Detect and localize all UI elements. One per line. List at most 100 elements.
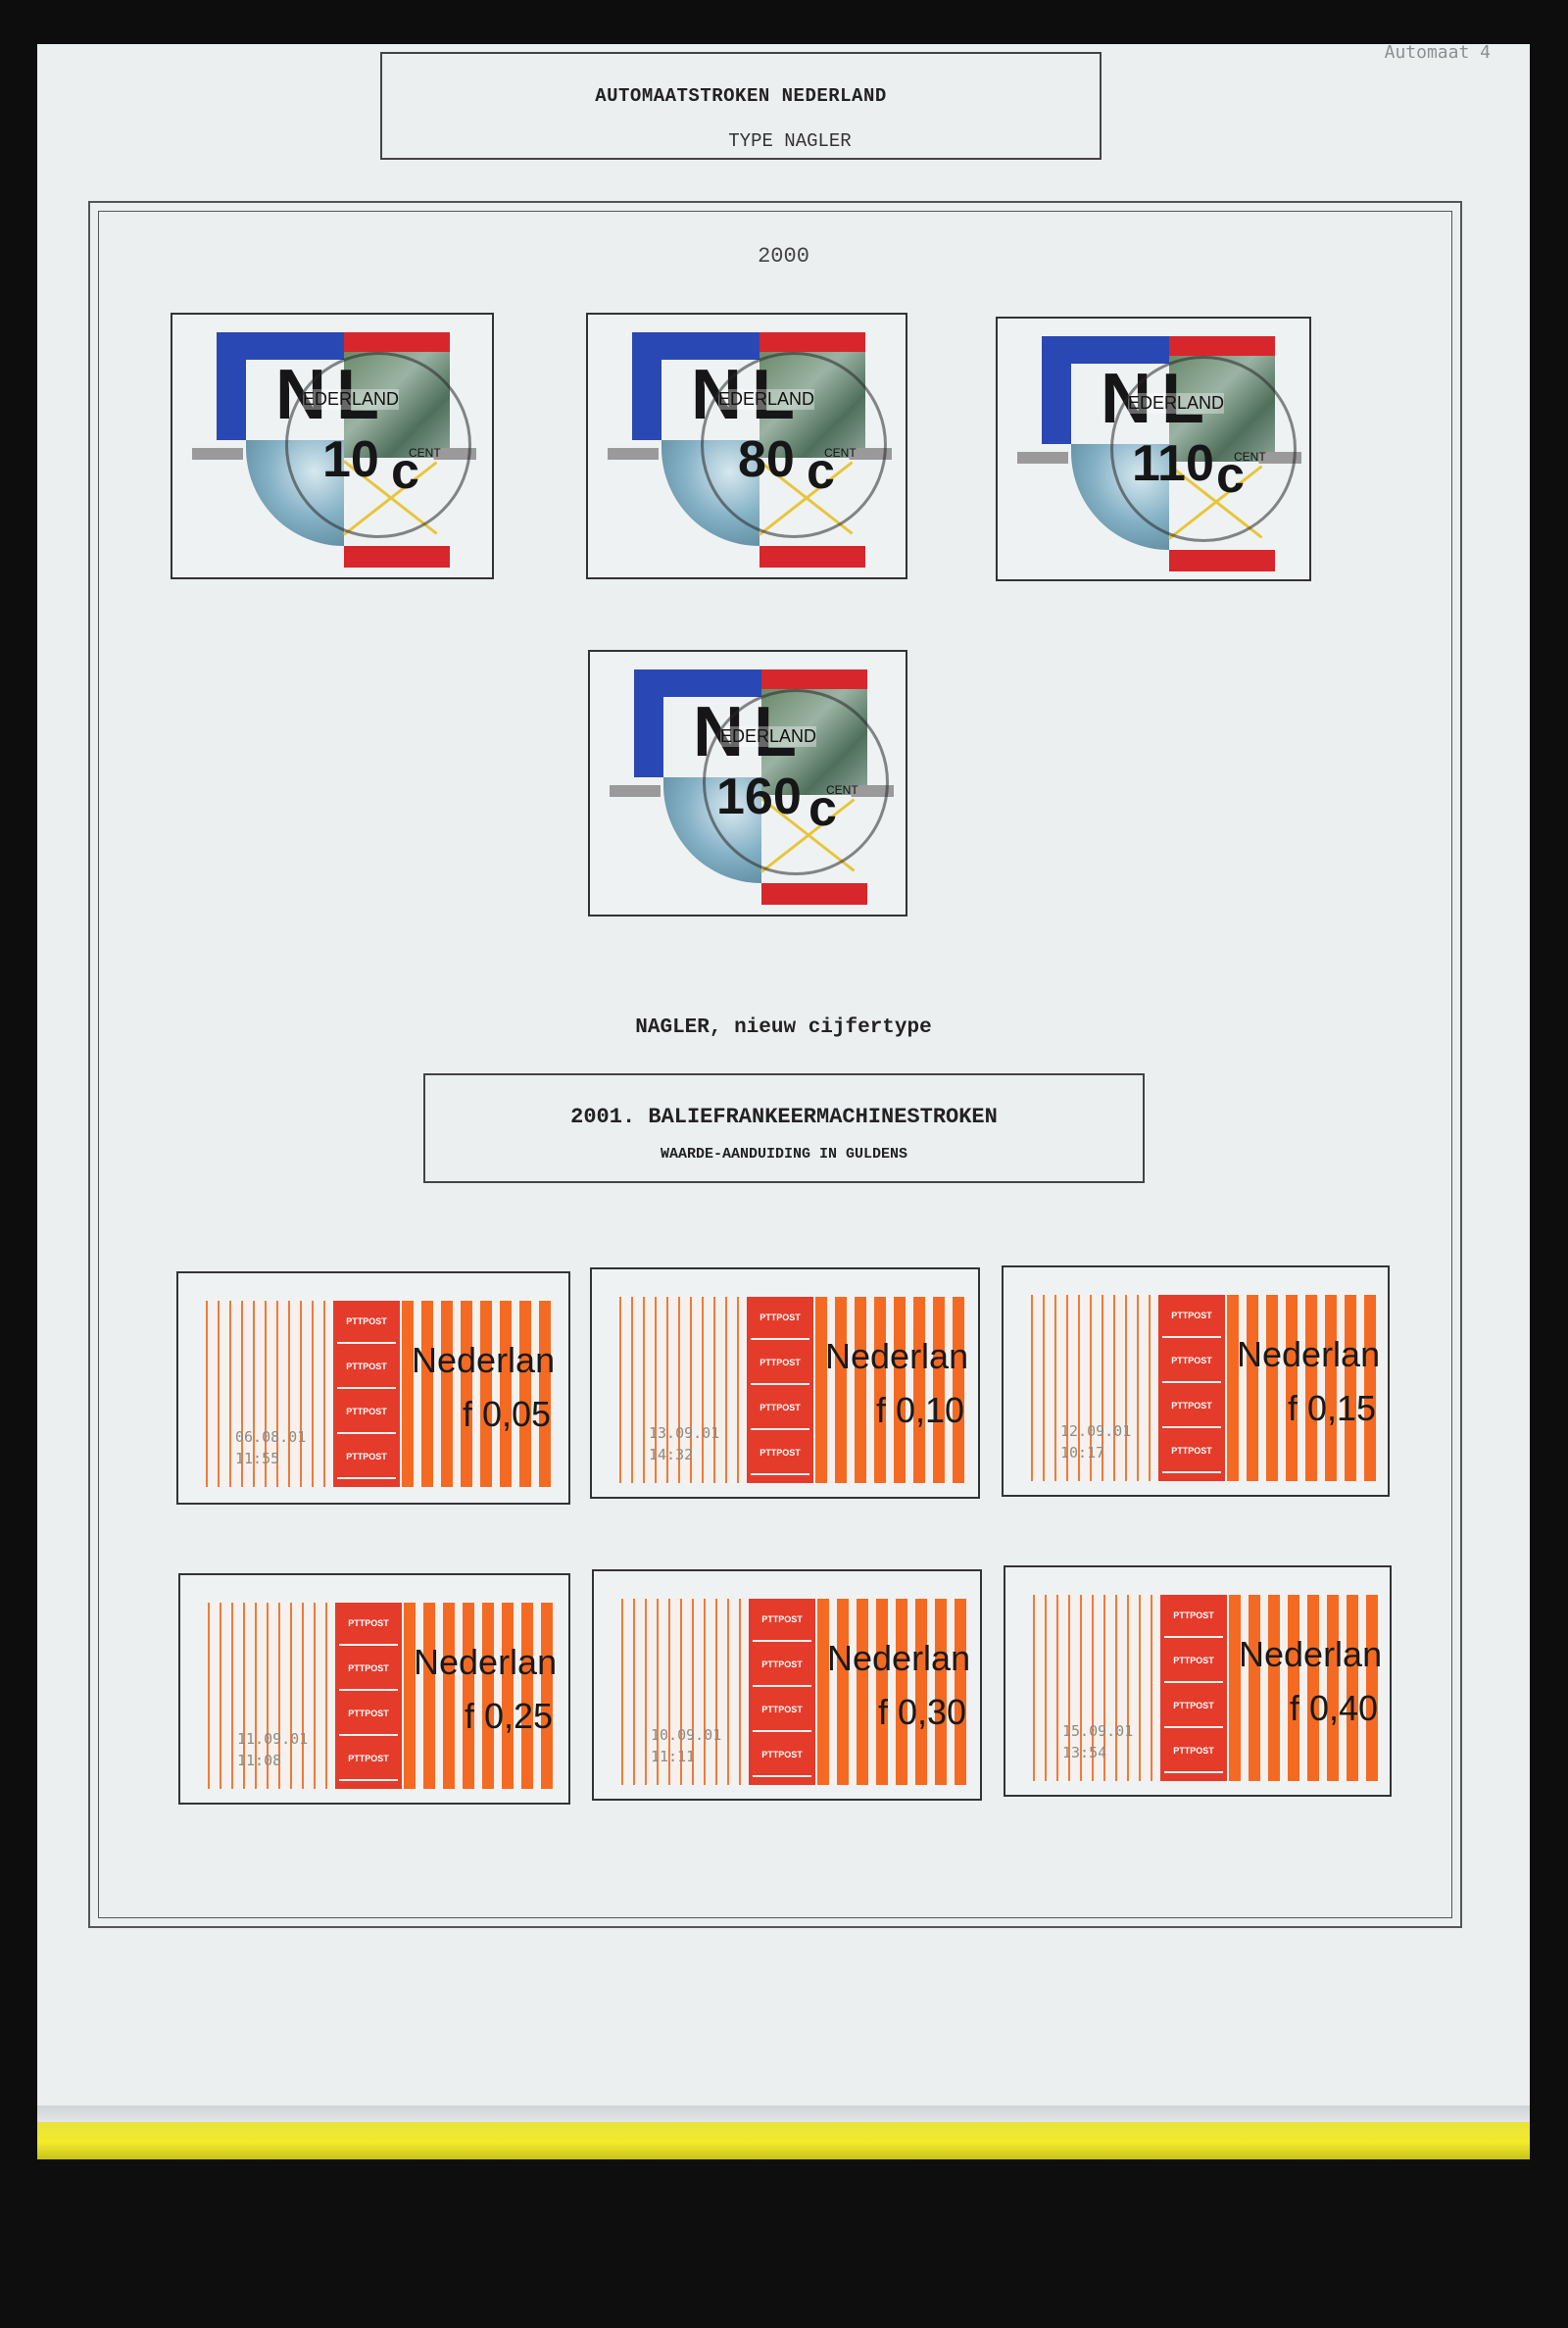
- stamp-value: f 0,30: [878, 1692, 967, 1732]
- bold-stripes: [1229, 1595, 1381, 1781]
- stamp-country: Nederland: [1239, 1634, 1381, 1674]
- ptt-post-label: PTTPOST: [1162, 1295, 1221, 1338]
- bold-stripes: [402, 1301, 554, 1487]
- ptt-post-label: PTTPOST: [751, 1342, 809, 1385]
- ptt-post-label: PTTPOST: [1164, 1685, 1223, 1728]
- thin-lines: [619, 1297, 742, 1483]
- counter-stamp-4[interactable]: PTTPOST PTTPOST PTTPOST PTTPOST Nederlan…: [178, 1573, 570, 1805]
- ptt-post-label: PTTPOST: [1164, 1730, 1223, 1773]
- counter-stamp-2[interactable]: PTTPOST PTTPOST PTTPOST PTTPOST Nederlan…: [590, 1267, 980, 1499]
- blue-top: [634, 669, 769, 697]
- stamp-country: Nederland: [827, 1638, 969, 1678]
- page-corner-label: Automaat 4: [1384, 42, 1491, 63]
- ptt-post-label: PTTPOST: [753, 1689, 811, 1732]
- thin-lines: [621, 1599, 744, 1785]
- strip-design: PTTPOST PTTPOST PTTPOST PTTPOST Nederlan…: [1031, 1295, 1379, 1481]
- ptt-post-label: PTTPOST: [1164, 1640, 1223, 1683]
- ptt-post-label: PTTPOST: [339, 1648, 398, 1691]
- red-band: [333, 1301, 400, 1487]
- section-caption: NAGLER, nieuw cijfertype: [635, 1016, 932, 1039]
- page-title: AUTOMAATSTROKEN NEDERLAND: [595, 85, 887, 107]
- stamp-country: Nederland: [412, 1340, 554, 1380]
- stamp-value: f 0,15: [1288, 1388, 1377, 1428]
- stamp-date: 11.09.01 11:08: [237, 1728, 308, 1771]
- stamp-country: Nederland: [1237, 1334, 1379, 1374]
- red-band: [335, 1603, 402, 1789]
- bold-stripes: [815, 1297, 967, 1483]
- counter-stamp-6[interactable]: PTTPOST PTTPOST PTTPOST PTTPOST Nederlan…: [1004, 1565, 1392, 1797]
- red-bottom-edge: [760, 546, 865, 568]
- red-band: [747, 1297, 813, 1483]
- time-line: 11:08: [237, 1752, 282, 1769]
- binder-yellow-strip: [37, 2122, 1530, 2159]
- red-bottom-edge: [1169, 550, 1275, 571]
- time-line: 10:17: [1060, 1444, 1105, 1461]
- thin-lines: [208, 1603, 330, 1789]
- strip-design: PTTPOST PTTPOST PTTPOST PTTPOST Nederlan…: [208, 1603, 556, 1789]
- date-line: 15.09.01: [1062, 1722, 1134, 1740]
- red-band: [1158, 1295, 1225, 1481]
- nagler-stamp-1[interactable]: NL EDERLAND 10 c CENT: [171, 313, 494, 579]
- bold-stripes: [1227, 1295, 1379, 1481]
- stamp-value: f 0,05: [463, 1394, 552, 1434]
- time-line: 14:32: [649, 1446, 694, 1463]
- ptt-post-label: PTTPOST: [339, 1738, 398, 1781]
- blue-top: [632, 332, 767, 360]
- postmark-circle: [1110, 356, 1297, 542]
- ptt-post-label: PTTPOST: [1162, 1340, 1221, 1383]
- ptt-post-label: PTTPOST: [337, 1346, 396, 1389]
- bold-stripes: [817, 1599, 969, 1785]
- bold-stripes: [404, 1603, 556, 1789]
- red-bottom-edge: [761, 883, 867, 905]
- stamp-design: NL EDERLAND 10 c CENT: [192, 332, 476, 568]
- date-line: 06.08.01: [235, 1428, 307, 1446]
- page-frame: [88, 201, 1462, 1928]
- album-page: Automaat 4 AUTOMAATSTROKEN NEDERLAND TYP…: [37, 42, 1530, 2134]
- thin-lines: [206, 1301, 328, 1487]
- ptt-post-label: PTTPOST: [1164, 1595, 1223, 1638]
- page-subtitle: TYPE NAGLER: [728, 130, 852, 152]
- ptt-post-label: PTTPOST: [339, 1603, 398, 1646]
- ptt-post-label: PTTPOST: [339, 1693, 398, 1736]
- stamp-country: Nederland: [414, 1642, 556, 1682]
- time-line: 11:11: [651, 1748, 696, 1765]
- stamp-value: f 0,10: [876, 1390, 965, 1430]
- blue-top: [1042, 336, 1177, 364]
- ptt-post-label: PTTPOST: [1162, 1385, 1221, 1428]
- nagler-stamp-2[interactable]: NL EDERLAND 80 c CENT: [586, 313, 907, 579]
- ptt-post-label: PTTPOST: [753, 1734, 811, 1777]
- date-line: 13.09.01: [649, 1424, 720, 1442]
- nagler-stamp-3[interactable]: NL EDERLAND 110 c CENT: [996, 317, 1311, 581]
- stamp-date: 06.08.01 11:55: [235, 1426, 306, 1469]
- counter-stamp-3[interactable]: PTTPOST PTTPOST PTTPOST PTTPOST Nederlan…: [1002, 1265, 1390, 1497]
- counter-stamp-5[interactable]: PTTPOST PTTPOST PTTPOST PTTPOST Nederlan…: [592, 1569, 982, 1801]
- page-header-box: AUTOMAATSTROKEN NEDERLAND TYPE NAGLER: [380, 52, 1102, 160]
- strip-design: PTTPOST PTTPOST PTTPOST PTTPOST Nederlan…: [1033, 1595, 1381, 1781]
- section-header-box: 2001. BALIEFRANKEERMACHINESTROKEN WAARDE…: [423, 1073, 1145, 1183]
- stamp-value: f 0,25: [465, 1696, 554, 1736]
- thin-lines: [1033, 1595, 1155, 1781]
- strip-design: PTTPOST PTTPOST PTTPOST PTTPOST Nederlan…: [206, 1301, 554, 1487]
- ptt-post-label: PTTPOST: [1162, 1430, 1221, 1473]
- counter-stamp-1[interactable]: PTTPOST PTTPOST PTTPOST PTTPOST Nederlan…: [176, 1271, 570, 1505]
- nagler-stamp-4[interactable]: NL EDERLAND 160 c CENT: [588, 650, 907, 916]
- stamp-design: NL EDERLAND 110 c CENT: [1017, 336, 1301, 571]
- postmark-circle: [701, 352, 887, 538]
- postmark-circle: [285, 352, 471, 538]
- date-line: 10.09.01: [651, 1726, 722, 1744]
- blue-top: [217, 332, 352, 360]
- red-top-edge: [1169, 336, 1275, 356]
- sleeve-edge: [37, 2105, 1530, 2125]
- date-line: 11.09.01: [237, 1730, 309, 1748]
- page-frame-inner: [98, 211, 1452, 1918]
- ptt-post-label: PTTPOST: [753, 1644, 811, 1687]
- thin-lines: [1031, 1295, 1153, 1481]
- ptt-post-label: PTTPOST: [751, 1432, 809, 1475]
- ptt-post-label: PTTPOST: [751, 1297, 809, 1340]
- ptt-post-label: PTTPOST: [337, 1436, 396, 1479]
- time-line: 11:55: [235, 1450, 280, 1467]
- red-band: [1160, 1595, 1227, 1781]
- dark-background: [0, 2159, 1568, 2328]
- ptt-post-label: PTTPOST: [337, 1301, 396, 1344]
